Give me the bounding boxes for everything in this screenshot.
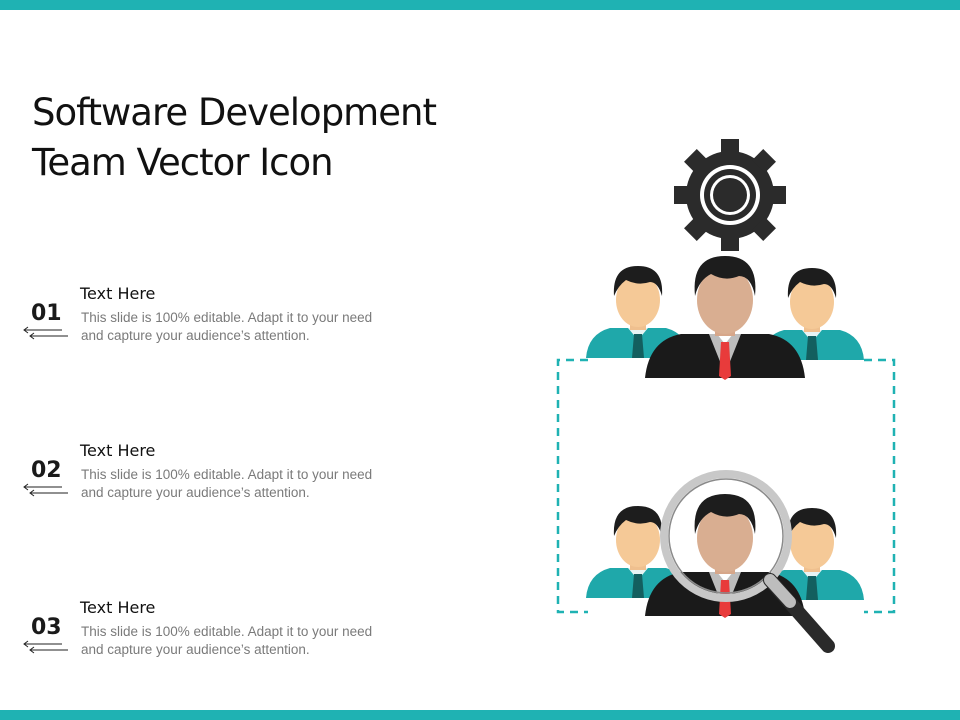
item-body-line-1: This slide is 100% editable. Adapt it to… bbox=[81, 310, 373, 325]
item-body-line-2: and capture your audience’s attention. bbox=[81, 328, 310, 343]
list-item-02: 02 Text Here This slide is 100% editable… bbox=[20, 441, 420, 521]
item-heading: Text Here bbox=[80, 284, 156, 303]
dashed-connector-right bbox=[864, 358, 896, 614]
top-accent-bar bbox=[0, 0, 960, 10]
item-heading: Text Here bbox=[80, 598, 156, 617]
item-body: This slide is 100% editable. Adapt it to… bbox=[81, 466, 421, 502]
list-item-03: 03 Text Here This slide is 100% editable… bbox=[20, 598, 420, 678]
dashed-connector-left bbox=[556, 358, 588, 614]
double-arrow-left-icon bbox=[23, 640, 68, 654]
item-heading: Text Here bbox=[80, 441, 156, 460]
item-number: 01 bbox=[31, 301, 62, 326]
gear-icon bbox=[674, 139, 786, 251]
team-icon bbox=[586, 256, 864, 380]
slide-title-line-2: Team Vector Icon bbox=[32, 141, 334, 184]
item-number: 02 bbox=[31, 458, 62, 483]
item-body-line-2: and capture your audience’s attention. bbox=[81, 642, 310, 657]
item-body-line-1: This slide is 100% editable. Adapt it to… bbox=[81, 624, 373, 639]
item-body: This slide is 100% editable. Adapt it to… bbox=[81, 309, 421, 345]
item-number: 03 bbox=[31, 615, 62, 640]
item-body-line-2: and capture your audience’s attention. bbox=[81, 485, 310, 500]
slide-title-line-1: Software Development bbox=[32, 91, 437, 134]
bottom-accent-bar bbox=[0, 710, 960, 720]
item-body-line-1: This slide is 100% editable. Adapt it to… bbox=[81, 467, 373, 482]
magnifier-icon bbox=[660, 470, 835, 653]
slide-title: Software Development Team Vector Icon bbox=[32, 88, 492, 188]
team-graphic bbox=[556, 139, 896, 653]
double-arrow-left-icon bbox=[23, 483, 68, 497]
double-arrow-left-icon bbox=[23, 326, 68, 340]
list-item-01: 01 Text Here This slide is 100% editable… bbox=[20, 284, 420, 364]
item-body: This slide is 100% editable. Adapt it to… bbox=[81, 623, 421, 659]
